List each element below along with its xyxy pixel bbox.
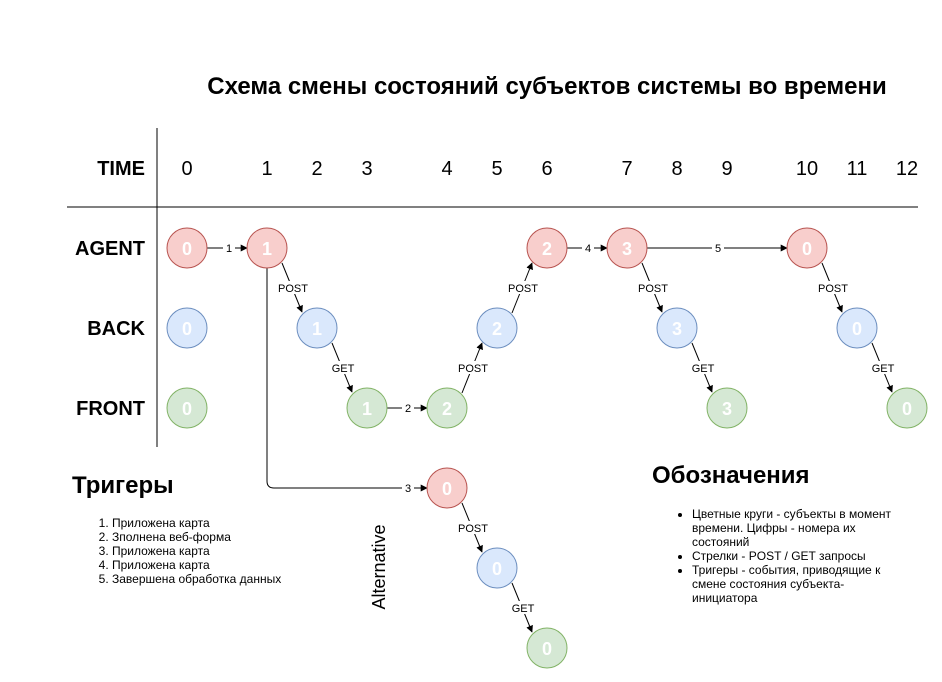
trigger-item: Приложена карта xyxy=(112,516,292,530)
trigger-item: Зполнена веб-форма xyxy=(112,530,292,544)
row-label-time: TIME xyxy=(97,158,145,180)
agent-node: 2 xyxy=(526,227,568,269)
row-label-agent: AGENT xyxy=(75,238,145,260)
time-tick: 0 xyxy=(181,158,192,180)
trigger-item: Приложена карта xyxy=(112,558,292,572)
node-label: 0 xyxy=(852,319,862,339)
edge-label: GET xyxy=(512,603,535,615)
time-tick: 7 xyxy=(621,158,632,180)
node-label: 3 xyxy=(722,399,732,419)
back-node: 3 xyxy=(656,307,698,349)
time-tick: 6 xyxy=(541,158,552,180)
edge-label: POST xyxy=(458,363,488,375)
node-label: 1 xyxy=(362,399,372,419)
alt-front-node: 0 xyxy=(526,627,568,669)
time-tick: 3 xyxy=(361,158,372,180)
node-label: 0 xyxy=(902,399,912,419)
time-tick: 2 xyxy=(311,158,322,180)
edge-label: GET xyxy=(692,363,715,375)
back-node: 0 xyxy=(166,307,208,349)
node-label: 0 xyxy=(182,319,192,339)
alt-back-node: 0 xyxy=(476,547,518,589)
legend-item: Тригеры - события, приводящие к смене со… xyxy=(692,563,892,605)
back-node: 2 xyxy=(476,307,518,349)
alternative-label: Alternative xyxy=(369,524,389,609)
node-label: 2 xyxy=(492,319,502,339)
node-label: 2 xyxy=(442,399,452,419)
time-tick: 9 xyxy=(721,158,732,180)
edge-labels: 1 POST GET 2 POST POST 4 POST GET 5 POST… xyxy=(223,241,897,615)
node-label: 2 xyxy=(542,239,552,259)
nodes: 0 1 2 3 0 0 1 2 xyxy=(166,227,928,669)
node-label: 0 xyxy=(442,479,452,499)
time-tick: 12 xyxy=(896,158,918,180)
edge-label: 5 xyxy=(715,243,721,255)
back-node: 1 xyxy=(296,307,338,349)
node-label: 0 xyxy=(182,399,192,419)
edge-label: POST xyxy=(278,283,308,295)
front-node: 0 xyxy=(886,387,928,429)
node-label: 0 xyxy=(542,639,552,659)
agent-node: 1 xyxy=(246,227,288,269)
triggers-list: Приложена карта Зполнена веб-форма Прило… xyxy=(72,516,292,586)
edge-label: 3 xyxy=(405,483,411,495)
legend-item: Цветные круги - субъекты в момент времен… xyxy=(692,507,892,549)
edge-arrow xyxy=(266,268,428,492)
edge-label: POST xyxy=(818,283,848,295)
edge-label: 2 xyxy=(405,403,411,415)
node-label: 3 xyxy=(672,319,682,339)
edge-label: POST xyxy=(458,523,488,535)
front-node: 1 xyxy=(346,387,388,429)
time-tick: 1 xyxy=(261,158,272,180)
legend-title: Обозначения xyxy=(652,462,810,489)
legend-list: Цветные круги - субъекты в момент времен… xyxy=(652,507,892,605)
triggers-title: Тригеры xyxy=(72,472,174,499)
agent-node: 0 xyxy=(786,227,828,269)
diagram-title: Схема смены состояний субъектов системы … xyxy=(207,73,887,100)
row-label-front: FRONT xyxy=(76,398,145,420)
node-label: 1 xyxy=(262,239,272,259)
edge-label: POST xyxy=(638,283,668,295)
time-tick: 11 xyxy=(847,158,868,180)
node-label: 0 xyxy=(182,239,192,259)
edge-label: GET xyxy=(332,363,355,375)
front-node: 2 xyxy=(426,387,468,429)
time-tick: 10 xyxy=(796,158,818,180)
edge-label: POST xyxy=(508,283,538,295)
time-tick: 8 xyxy=(671,158,682,180)
node-label: 0 xyxy=(802,239,812,259)
back-node: 0 xyxy=(836,307,878,349)
agent-node: 0 xyxy=(166,227,208,269)
edge-label: 4 xyxy=(585,243,591,255)
node-label: 1 xyxy=(312,319,322,339)
agent-node: 3 xyxy=(606,227,648,269)
trigger-item: Приложена карта xyxy=(112,544,292,558)
front-node: 3 xyxy=(706,387,748,429)
legend-item: Стрелки - POST / GET запросы xyxy=(692,549,892,563)
row-label-back: BACK xyxy=(87,318,145,340)
time-tick: 5 xyxy=(491,158,502,180)
trigger-item: Завершена обработка данных xyxy=(112,572,292,586)
time-tick: 4 xyxy=(441,158,452,180)
alt-agent-node: 0 xyxy=(426,467,468,509)
node-label: 0 xyxy=(492,559,502,579)
front-node: 0 xyxy=(166,387,208,429)
edge-label: GET xyxy=(872,363,895,375)
node-label: 3 xyxy=(622,239,632,259)
edge-label: 1 xyxy=(226,243,232,255)
